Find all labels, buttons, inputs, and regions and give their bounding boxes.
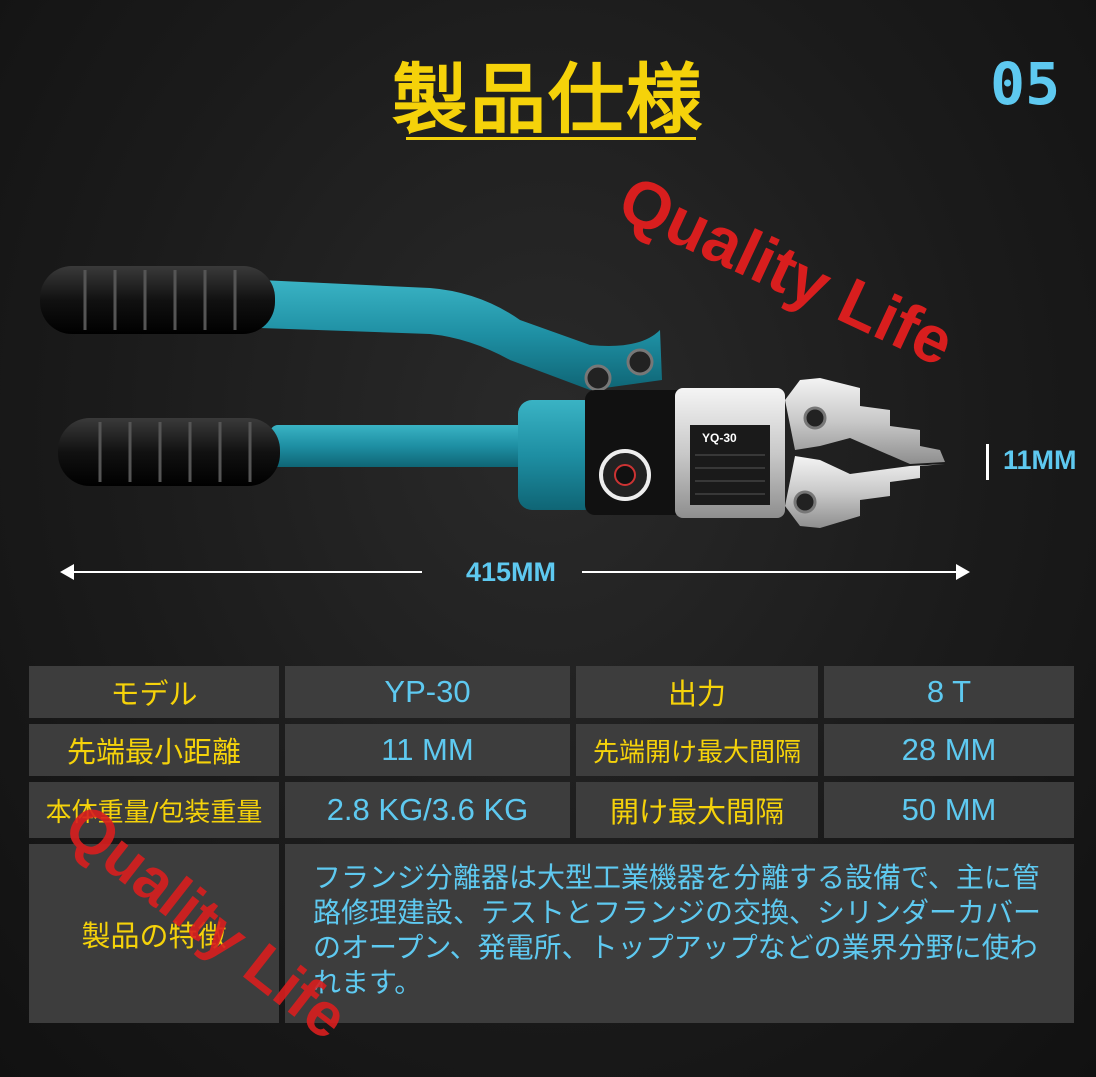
spec-label-max-opening: 開け最大間隔 <box>576 782 818 838</box>
spec-label-weight: 本体重量/包装重量 <box>29 782 279 838</box>
tip-gap-marker <box>986 444 989 480</box>
spec-label-model: モデル <box>29 666 279 718</box>
spec-value-max-tip-opening: 28 MM <box>824 724 1074 776</box>
spec-value-max-opening: 50 MM <box>824 782 1074 838</box>
spec-features-text: フランジ分離器は大型工業機器を分離する設備で、主に管路修理建設、テストとフランジ… <box>285 844 1074 1023</box>
title-underline <box>406 137 696 140</box>
spec-label-min-tip-distance: 先端最小距離 <box>29 724 279 776</box>
length-arrow-right <box>582 564 970 580</box>
length-label: 415MM <box>466 557 557 587</box>
spec-label-output: 出力 <box>576 666 818 718</box>
model-plate-text: YQ-30 <box>702 431 737 445</box>
page-title: 製品仕様 <box>392 55 704 144</box>
spec-label-features: 製品の特徴 <box>29 844 279 1023</box>
flange-spreader-image: YQ-30 <box>40 266 945 528</box>
tip-gap-label: 11MM <box>1003 445 1077 475</box>
spec-value-weight: 2.8 KG/3.6 KG <box>285 782 570 838</box>
spec-label-max-tip-opening: 先端開け最大間隔 <box>576 724 818 776</box>
spec-value-output: 8 T <box>824 666 1074 718</box>
length-arrow-left <box>60 564 422 580</box>
spec-value-min-tip-distance: 11 MM <box>285 724 570 776</box>
page-number: 05 <box>990 50 1060 118</box>
spec-value-model: YP-30 <box>285 666 570 718</box>
